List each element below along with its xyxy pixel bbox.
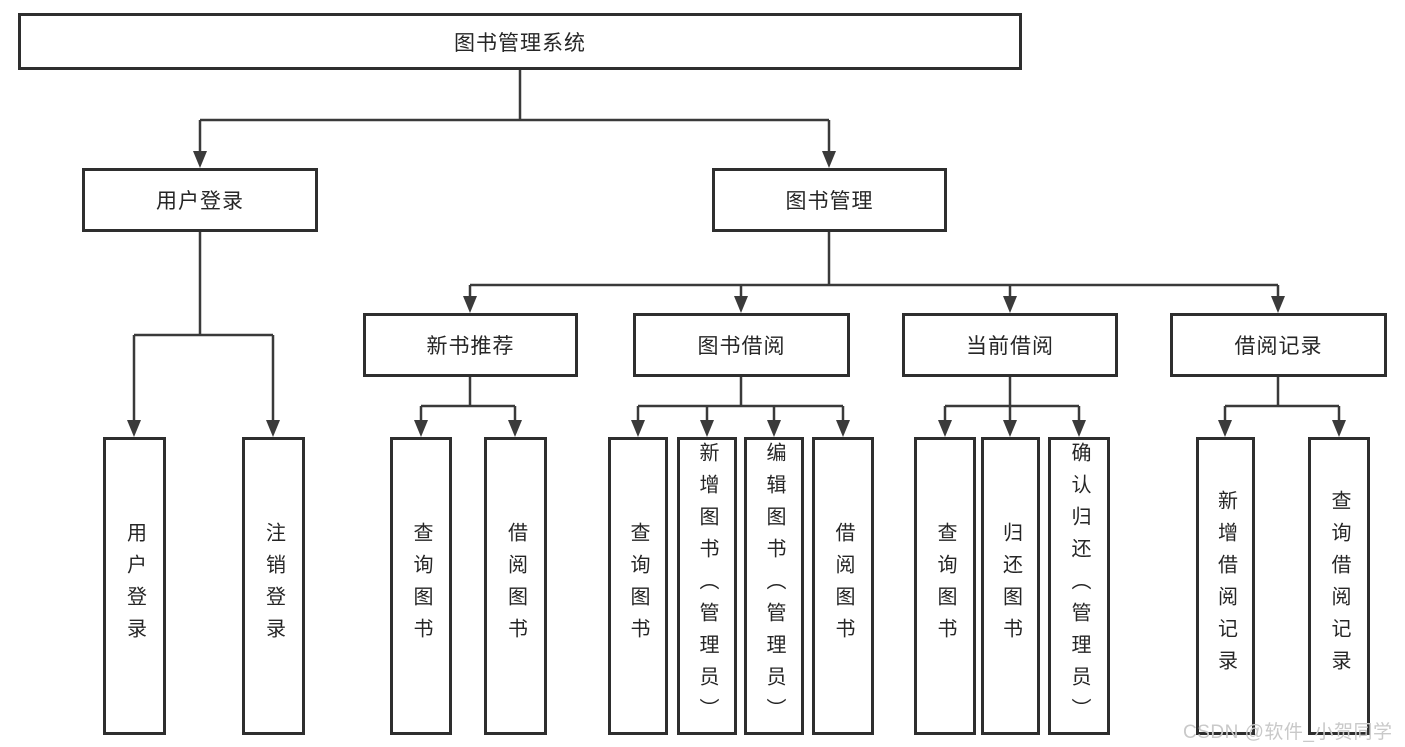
leaf-add-borrow-record: 新增借阅记录 — [1196, 437, 1255, 735]
node-borrow-record: 借阅记录 — [1170, 313, 1387, 377]
watermark-text: CSDN @软件_小贺同学 — [1183, 722, 1393, 743]
leaf-edit-book-admin-label: 编辑图书（管理员） — [763, 442, 785, 730]
leaf-return-book-label: 归还图书 — [999, 522, 1022, 650]
leaf-recommend-borrow-book-label: 借阅图书 — [504, 522, 527, 650]
leaf-query-borrow-record-label: 查询借阅记录 — [1328, 490, 1350, 682]
leaf-query-borrow-record: 查询借阅记录 — [1308, 437, 1370, 735]
node-root-label: 图书管理系统 — [454, 31, 586, 55]
leaf-add-book-admin: 新增图书（管理员） — [677, 437, 737, 735]
leaf-add-book-admin-label: 新增图书（管理员） — [696, 442, 718, 730]
node-borrow-record-label: 借阅记录 — [1234, 335, 1323, 358]
leaf-logout: 注销登录 — [242, 437, 305, 735]
leaf-recommend-query-book: 查询图书 — [390, 437, 452, 735]
leaf-current-query-book-label: 查询图书 — [934, 522, 956, 650]
leaf-borrow-book-label: 借阅图书 — [832, 522, 854, 650]
node-user-login-group: 用户登录 — [82, 168, 318, 232]
leaf-confirm-return-admin: 确认归还（管理员） — [1048, 437, 1110, 735]
leaf-recommend-query-book-label: 查询图书 — [410, 522, 432, 650]
node-book-borrow-label: 图书借阅 — [697, 335, 786, 358]
leaf-edit-book-admin: 编辑图书（管理员） — [744, 437, 804, 735]
node-current-borrow: 当前借阅 — [902, 313, 1118, 377]
node-new-book-recommend: 新书推荐 — [363, 313, 578, 377]
leaf-return-book: 归还图书 — [981, 437, 1040, 735]
node-book-borrow: 图书借阅 — [633, 313, 850, 377]
leaf-confirm-return-admin-label: 确认归还（管理员） — [1068, 442, 1090, 730]
leaf-recommend-borrow-book: 借阅图书 — [484, 437, 547, 735]
node-book-management: 图书管理 — [712, 168, 947, 232]
leaf-logout-label: 注销登录 — [262, 522, 285, 650]
node-current-borrow-label: 当前借阅 — [966, 335, 1054, 358]
leaf-borrow-query-book-label: 查询图书 — [627, 522, 649, 650]
node-root: 图书管理系统 — [18, 13, 1022, 70]
node-new-book-recommend-label: 新书推荐 — [426, 335, 515, 358]
leaf-user-login-label: 用户登录 — [123, 522, 146, 650]
leaf-borrow-query-book: 查询图书 — [608, 437, 668, 735]
leaf-add-borrow-record-label: 新增借阅记录 — [1214, 490, 1237, 682]
node-book-management-label: 图书管理 — [785, 190, 874, 213]
leaf-user-login: 用户登录 — [103, 437, 166, 735]
node-user-login-group-label: 用户登录 — [156, 190, 244, 213]
leaf-borrow-book: 借阅图书 — [812, 437, 874, 735]
leaf-current-query-book: 查询图书 — [914, 437, 976, 735]
